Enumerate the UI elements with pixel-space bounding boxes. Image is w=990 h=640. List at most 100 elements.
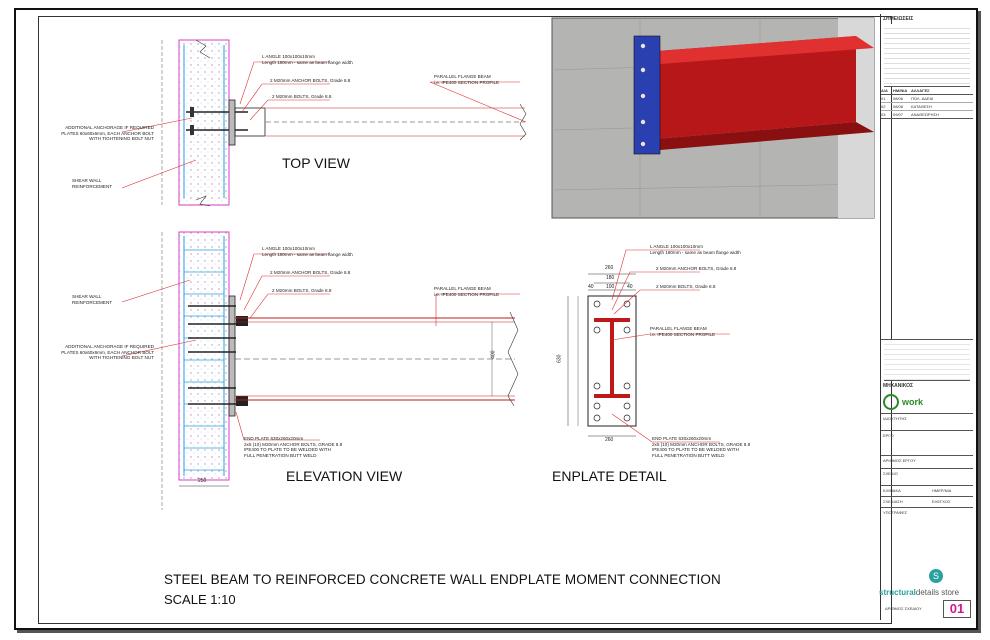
rev-change: ΠΟΛ. ΑΔΕΙΑ <box>911 96 934 101</box>
title-block: ΣΗΜΕΙΩΣΕΙΣ Α/Α ΗΜ/ΝΙΑ ΑΛΛΑΓΕΣ 01 08/06 Π… <box>879 14 973 620</box>
label-shear-wall-2: REINFORCEMENT <box>72 299 113 305</box>
owner-label: ΙΔΙΟΚΤΗΤΗΣ <box>881 414 973 431</box>
rev-date: 09/07 <box>893 112 904 117</box>
drawing-scale: SCALE 1:10 <box>164 592 236 607</box>
label-add-anchor-elev: ADDITIONAL ANCHORAGE IF REQUIRED PLATES … <box>44 344 154 361</box>
label-bolts-detail: 2 M20mm BOLTS, Grade 8.8 <box>656 284 716 289</box>
dim-40-left: 40 <box>588 284 594 290</box>
label-end-plate-2: 2x5 (10) M20mm ANCHOR BOLTS, GRADE 8.8 <box>244 441 343 447</box>
scale-label: ΚΛΙΜΑΚΑ <box>883 488 901 493</box>
drawing-label: ΣΧΕΔΙΟ <box>881 469 973 486</box>
elevation-bolts <box>188 295 248 417</box>
label-end-plate-detail: END PLATE 630x260x20mm 2x5 (10) M20mm AN… <box>652 436 750 458</box>
label-beam-top: PARALLEL FLANGE BEAM <box>434 74 491 79</box>
top-view-wall <box>161 39 230 207</box>
label-beam-detail: PARALLEL FLANGE BEAM <box>650 326 707 331</box>
company-address <box>884 340 970 381</box>
label-end-plate-4: FULL PENETRATION BUTT WELD <box>244 452 317 458</box>
label-bolts-top: 2 M20mm BOLTS, Grade 8.8 <box>272 94 332 99</box>
rev-date: 08/08 <box>893 104 904 109</box>
drawn-checked-row: ΣΧΕΔΙΑΣΗ ΕΛΕΓΧΟΣ <box>881 497 973 508</box>
label-add-anchor-2: PLATES 60x60x6mm, EACH ANCHOR BOLT <box>61 130 154 136</box>
sheet-label: ΑΡΙΘΜΟΣ ΣΧΕΔΙΟΥ <box>885 606 922 611</box>
label-add-anchor-1: ADDITIONAL ANCHORAGE IF REQUIRED <box>65 344 154 349</box>
label-l-angle-top: L ANGLE 100x100x10mm <box>262 54 315 59</box>
label-l-angle-elev: L ANGLE 100x100x10mm <box>262 246 315 251</box>
company-logo: work <box>881 391 973 414</box>
revision-header: Α/Α ΗΜ/ΝΙΑ ΑΛΛΑΓΕΣ <box>881 87 973 95</box>
scale-date-row: ΚΛΙΜΑΚΑ ΗΜΕΡ/ΝΙΑ <box>881 486 973 497</box>
label-end-plate-1: END PLATE 630x260x20mm <box>652 436 712 441</box>
label-l-angle-len-top: Length 180mm - same as beam flange width <box>262 60 353 65</box>
label-shear-wall-1: SHEAR WALL <box>72 294 102 299</box>
rev-change: ΚΑΤΑΘΕΣΗ <box>911 104 932 109</box>
endplate-detail-title: ENPLATE DETAIL <box>552 468 667 484</box>
label-l-angle-detail: L ANGLE 100x100x10mm <box>650 244 703 249</box>
render-3d-image <box>551 17 875 219</box>
label-shear-wall-1: SHEAR WALL <box>72 178 102 183</box>
label-end-plate-3: IPE400 TO PLATE TO BE WELDED WITH <box>652 447 739 452</box>
brand-icon: S <box>929 569 943 583</box>
notes-text <box>884 24 970 87</box>
checked-label: ΕΛΕΓΧΟΣ <box>932 499 951 504</box>
label-beam-profile-detail: i.e. IPE400 SECTION PROFILE <box>650 332 716 337</box>
dim-180: 180 <box>606 275 615 281</box>
title-block-spacer <box>881 119 973 340</box>
dim-40-right: 40 <box>627 284 633 290</box>
revision-row: 03 09/07 ΑΝΑΘΕΩΡΗΣΗ <box>881 111 973 119</box>
rev-no: 02 <box>881 104 886 109</box>
sheet-number: 01 <box>943 600 971 618</box>
date-label: ΗΜΕΡ/ΝΙΑ <box>932 488 952 493</box>
notes-header: ΣΗΜΕΙΩΣΕΙΣ <box>883 16 914 22</box>
revision-row: 01 08/06 ΠΟΛ. ΑΔΕΙΑ <box>881 95 973 103</box>
rev-change: ΑΝΑΘΕΩΡΗΣΗ <box>911 112 939 117</box>
rev-col-date: ΗΜ/ΝΙΑ <box>893 88 908 93</box>
label-bolts-elev: 2 M20mm BOLTS, Grade 8.8 <box>272 288 332 293</box>
rev-col-change: ΑΛΛΑΓΕΣ <box>911 88 930 93</box>
company-label: ΜΗΧΑΝΙΚΟΣ <box>883 383 913 389</box>
rev-no: 01 <box>881 96 886 101</box>
signatures-label: ΥΠΟΓΡΑΦΕΣ <box>883 510 908 515</box>
elevation-beam <box>235 311 519 407</box>
dim-260-top: 260 <box>605 265 614 271</box>
project-label: ΕΡΓΟ <box>881 431 973 456</box>
logo-text: work <box>902 397 924 407</box>
drawn-label: ΣΧΕΔΙΑΣΗ <box>883 499 903 504</box>
brand-part-2: details store <box>915 588 960 597</box>
label-shear-wall-top: SHEAR WALL REINFORCEMENT <box>72 178 112 189</box>
label-add-anchor-2: PLATES 60x60x6mm, EACH ANCHOR BOLT <box>61 349 154 355</box>
rev-no: 03 <box>881 112 886 117</box>
rev-date: 08/06 <box>893 96 904 101</box>
endplate-detail <box>567 273 637 437</box>
label-anchor-bolts-detail: 2 M20mm ANCHOR BOLTS, Grade 8.8 <box>656 266 737 271</box>
project-no-label: ΑΡΙΘΜΟΣ ΕΡΓΟΥ <box>881 456 973 469</box>
brand: structuraldetails store <box>879 588 959 597</box>
label-l-angle-len-elev: Length 180mm - same as beam flange width <box>262 252 353 257</box>
label-shear-wall-elev: SHEAR WALL REINFORCEMENT <box>72 294 112 305</box>
dim-400: 400 <box>490 350 497 359</box>
brand-part-1: structural <box>879 588 916 597</box>
label-shear-wall-2: REINFORCEMENT <box>72 183 113 189</box>
label-end-plate-2: 2x5 (10) M20mm ANCHOR BOLTS, GRADE 8.8 <box>652 441 751 447</box>
label-add-anchor-3: WITH TIGHTENING BOLT NUT <box>89 355 154 360</box>
label-beam-elev: PARALLEL FLANGE BEAM <box>434 286 491 291</box>
label-add-anchor-3: WITH TIGHTENING BOLT NUT <box>89 136 154 141</box>
label-beam-profile-elev: i.e. IPE400 SECTION PROFILE <box>434 292 500 297</box>
label-beam-profile-top: i.e. IPE400 SECTION PROFILE <box>434 80 500 85</box>
drawing-frame <box>38 16 892 624</box>
label-end-plate-elev: END PLATE 630x260x20mm 2x5 (10) M20mm AN… <box>244 436 342 458</box>
dim-260-bottom: 260 <box>605 437 614 443</box>
logo-icon <box>883 394 899 410</box>
leader-lines <box>121 61 730 443</box>
top-view-bolts <box>186 99 527 146</box>
label-end-plate-3: IPE400 TO PLATE TO BE WELDED WITH <box>244 447 331 452</box>
rev-col-no: Α/Α <box>881 88 888 93</box>
elevation-view-title: ELEVATION VIEW <box>286 468 403 484</box>
dim-wall-250: 250 <box>198 478 207 484</box>
dim-630: 630 <box>556 354 563 363</box>
drawing-title: STEEL BEAM TO REINFORCED CONCRETE WALL E… <box>164 572 721 587</box>
top-view-title: TOP VIEW <box>282 155 350 171</box>
label-anchor-bolts-elev: 2 M20mm ANCHOR BOLTS, Grade 8.8 <box>270 270 351 275</box>
label-add-anchor-top: ADDITIONAL ANCHORAGE IF REQUIRED PLATES … <box>44 125 154 142</box>
